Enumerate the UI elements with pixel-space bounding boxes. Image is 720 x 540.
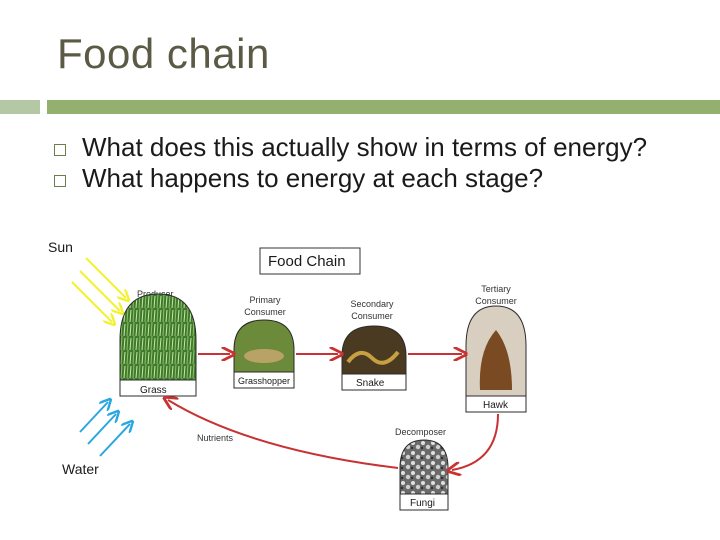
slide-title: Food chain bbox=[57, 30, 270, 77]
snake-image bbox=[341, 325, 407, 375]
diagram-heading-box bbox=[259, 247, 361, 275]
bullet-item: What does this actually show in terms of… bbox=[50, 132, 690, 163]
diagram-heading: Food Chain bbox=[268, 253, 346, 270]
stage-organism-box bbox=[465, 395, 527, 413]
role-line: Consumer bbox=[351, 311, 393, 321]
water-label: Water bbox=[62, 461, 99, 477]
water-rays-icon bbox=[79, 402, 130, 457]
bullet-box-icon bbox=[54, 175, 66, 187]
energy-flow-arrows bbox=[168, 354, 499, 470]
grasshopper-body bbox=[244, 349, 284, 363]
sun-rays-icon bbox=[71, 257, 126, 322]
role-line: Tertiary bbox=[481, 284, 511, 294]
stage-organism-label: Grass bbox=[140, 385, 167, 396]
role-line: Primary bbox=[250, 295, 281, 305]
role-line: Consumer bbox=[475, 296, 517, 306]
stage-organism-label: Fungi bbox=[410, 498, 435, 509]
stage-organism-label: Snake bbox=[356, 378, 385, 389]
bullet-text: What does this actually show in terms of… bbox=[82, 132, 648, 162]
arrow-fungi-to-grass bbox=[168, 400, 399, 469]
role-line: Consumer bbox=[244, 307, 286, 317]
arrow-hawk-to-fungi bbox=[452, 413, 499, 470]
sun-label: Sun bbox=[48, 239, 73, 255]
stage-organism-label: Grasshopper bbox=[238, 376, 290, 386]
stage-organism-label: Hawk bbox=[483, 400, 509, 411]
bullet-list: What does this actually show in terms of… bbox=[50, 132, 690, 194]
role-line: Secondary bbox=[350, 299, 394, 309]
accent-bar-right bbox=[47, 100, 720, 114]
bullet-item: What happens to energy at each stage? bbox=[50, 163, 690, 194]
snake-body bbox=[346, 350, 400, 365]
nutrients-label: Nutrients bbox=[197, 433, 234, 443]
stage-organism-box bbox=[233, 371, 295, 389]
hawk-body bbox=[479, 330, 512, 390]
stage-organism-box bbox=[341, 373, 407, 391]
bullet-text: What happens to energy at each stage? bbox=[82, 163, 544, 193]
stage-role-label: Decomposer bbox=[395, 427, 446, 437]
grasshopper-image bbox=[233, 319, 295, 373]
bullet-box-icon bbox=[54, 144, 66, 156]
grass-image bbox=[119, 293, 197, 393]
stage-organism-box bbox=[399, 493, 449, 511]
accent-bar-left bbox=[0, 100, 40, 114]
stage-organism-box bbox=[119, 379, 197, 397]
fungi-image bbox=[399, 439, 449, 495]
